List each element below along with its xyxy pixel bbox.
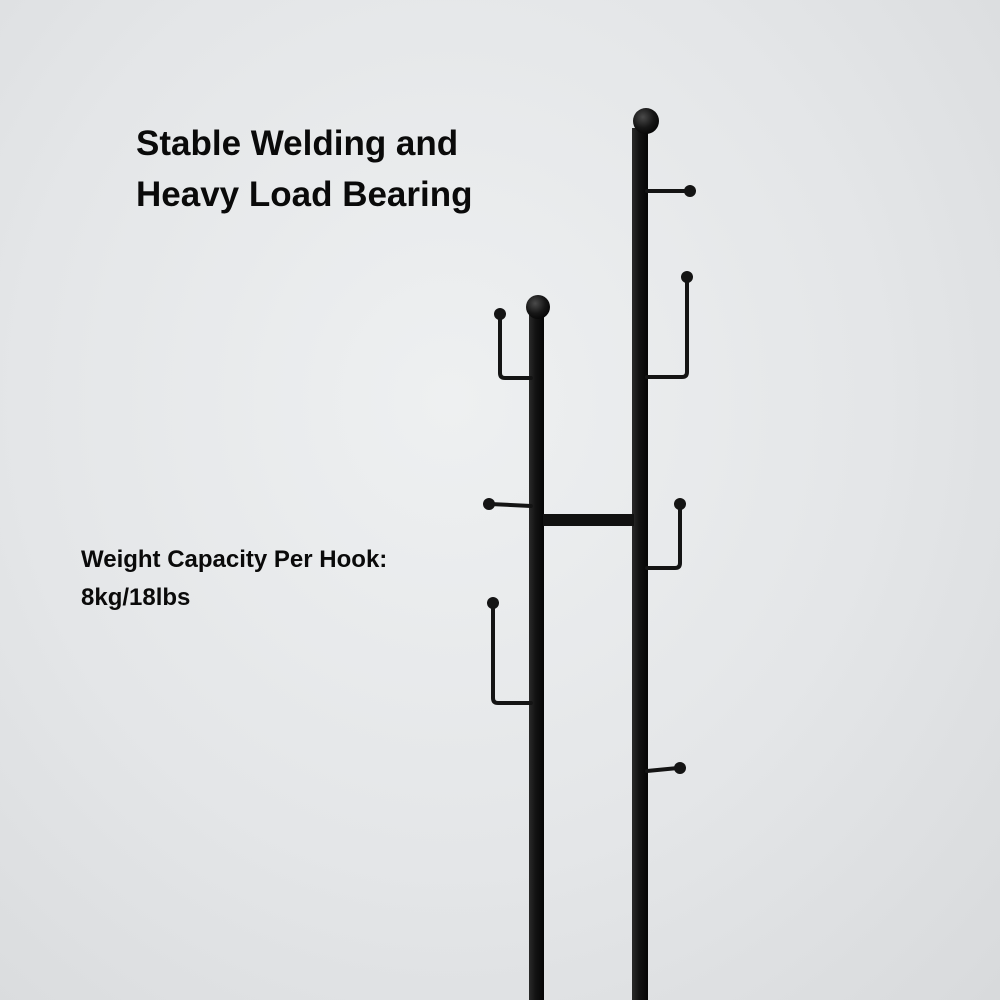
hook-ball-left-u-lower xyxy=(487,597,499,609)
hook-right-u-upper xyxy=(645,276,689,379)
hook-left-u-upper xyxy=(498,313,533,380)
hook-left-u-lower xyxy=(491,602,533,705)
capacity-label: Weight Capacity Per Hook: xyxy=(81,546,388,573)
hook-right-bottom xyxy=(645,766,680,773)
hook-ball-right-bottom xyxy=(674,762,686,774)
tall-pole xyxy=(632,128,648,1000)
hook-left-straight xyxy=(488,502,533,508)
hook-right-u-lower xyxy=(645,503,682,570)
tall-pole-top-knob xyxy=(633,108,659,134)
short-pole xyxy=(529,315,544,1000)
hook-ball-right-top xyxy=(684,185,696,197)
headline: Stable Welding and Heavy Load Bearing xyxy=(136,118,473,220)
headline-line-2: Heavy Load Bearing xyxy=(136,175,473,214)
capacity-note: Weight Capacity Per Hook: 8kg/18lbs xyxy=(81,541,387,617)
capacity-value: 8kg/18lbs xyxy=(81,584,191,611)
crossbar xyxy=(543,514,634,526)
hook-ball-right-u-upper xyxy=(681,271,693,283)
hook-ball-left-u-upper xyxy=(494,308,506,320)
short-pole-top-knob xyxy=(526,295,550,319)
hook-ball-right-u-lower xyxy=(674,498,686,510)
headline-line-1: Stable Welding and xyxy=(136,124,459,163)
hook-ball-left-straight xyxy=(483,498,495,510)
